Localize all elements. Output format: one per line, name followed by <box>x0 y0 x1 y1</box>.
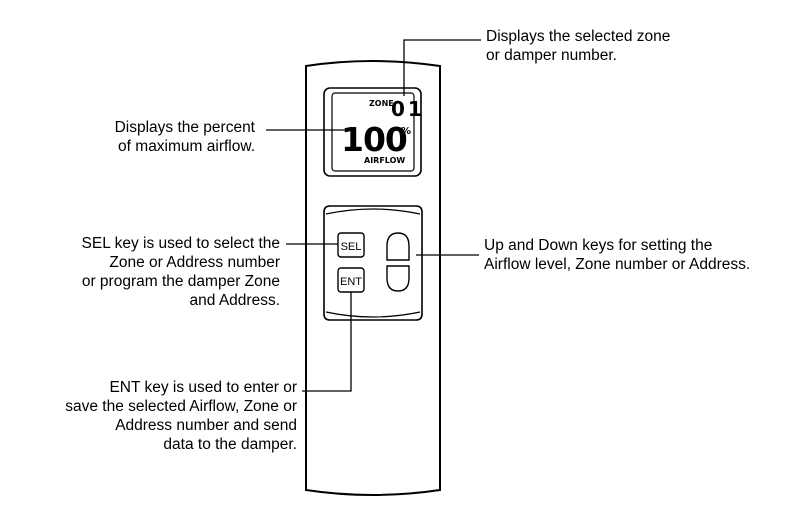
airflow-callout-line-1: Displays the percent <box>114 119 255 136</box>
airflow-callout: Displays the percent of maximum airflow. <box>115 118 255 156</box>
zone-callout-line-1: Displays the selected zone <box>486 28 671 45</box>
sel-callout: SEL key is used to select the Zone or Ad… <box>82 234 280 310</box>
ent-key-label: ENT <box>340 276 362 288</box>
zone-leader-line <box>403 39 481 96</box>
keypad-bottom-arc <box>325 311 421 318</box>
up-key[interactable] <box>386 232 410 261</box>
updown-callout-line-1: Up and Down keys for setting the <box>484 237 713 254</box>
keypad-top-arc <box>325 208 421 215</box>
down-key[interactable] <box>386 265 410 292</box>
sel-callout-line-1: SEL key is used to select the <box>81 235 280 252</box>
sel-callout-line-3: or program the damper Zone <box>81 273 280 290</box>
zone-callout: Displays the selected zone or damper num… <box>486 27 670 65</box>
ent-callout-line-3: Address number and send <box>115 417 297 434</box>
percent-sign: % <box>401 126 411 137</box>
sel-key[interactable] <box>337 232 365 258</box>
keypad-panel <box>323 205 423 321</box>
ent-leader-line <box>302 292 352 392</box>
ent-callout-line-2: save the selected Airflow, Zone or <box>65 398 297 415</box>
zone-label: ZONE <box>369 99 394 108</box>
sel-key-label: SEL <box>341 241 362 253</box>
sel-callout-line-4: and Address. <box>189 292 280 309</box>
ent-callout-line-1: ENT key is used to enter or <box>109 379 297 396</box>
zone-value: 01 <box>391 97 425 121</box>
airflow-label: AIRFLOW <box>364 156 405 165</box>
ent-callout: ENT key is used to enter or save the sel… <box>65 378 297 454</box>
updown-callout-line-2: Airflow level, Zone number or Address. <box>484 256 751 273</box>
sel-callout-line-2: Zone or Address number <box>109 254 280 271</box>
airflow-value: 100 <box>341 120 407 159</box>
zone-callout-line-2: or damper number. <box>486 47 617 64</box>
lcd-screen <box>331 92 415 172</box>
ent-callout-line-4: data to the damper. <box>163 436 297 453</box>
airflow-callout-line-2: of maximum airflow. <box>118 138 255 155</box>
updown-callout: Up and Down keys for setting the Airflow… <box>484 236 750 274</box>
